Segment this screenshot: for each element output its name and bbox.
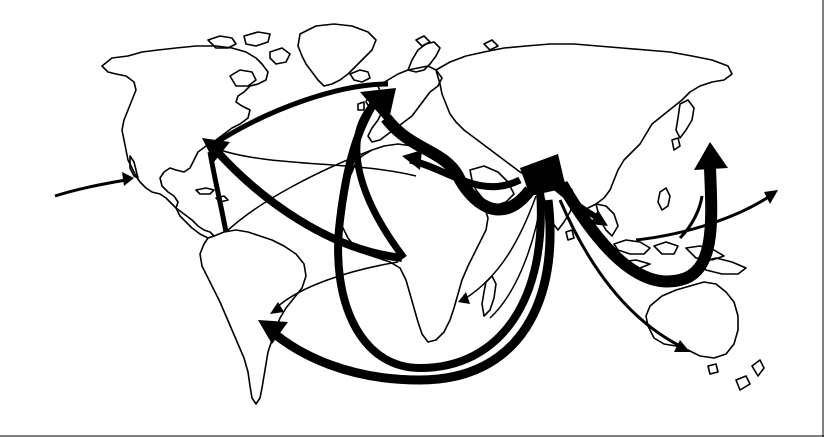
japan-outline <box>671 99 695 151</box>
arrowhead-east-africa <box>458 292 470 304</box>
australia-outline <box>645 281 739 359</box>
flow-gulf-to-south-america <box>267 199 555 385</box>
central-america-outline <box>175 207 215 239</box>
arctic-islands-outline <box>207 31 291 87</box>
south-america-outline <box>199 229 307 405</box>
arrowhead-south-america-main <box>258 320 288 344</box>
arrowhead-europe-main <box>360 88 396 124</box>
flow-gulf-to-australia <box>558 199 681 348</box>
arrowhead-north-america-east <box>202 138 230 162</box>
flow-gulf-to-mediterranean <box>409 156 522 191</box>
flow-gulf-to-southern-africa <box>489 195 543 319</box>
madagascar-outline <box>481 275 497 317</box>
tasmania-outline <box>707 363 719 375</box>
philippines-outline <box>657 187 671 211</box>
flow-gulf-to-east-africa <box>465 195 537 299</box>
scandinavia-outline <box>407 41 441 73</box>
arrowhead-pacific-east <box>764 190 778 204</box>
flow-north-america-to-africa-thin <box>213 147 417 177</box>
arrowhead-japan <box>694 142 728 170</box>
flow-gulf-to-japan <box>556 167 718 288</box>
caribbean-islands-outline <box>195 187 229 203</box>
flow-arrows <box>54 81 778 385</box>
new-zealand-outline <box>735 359 765 391</box>
flow-southeast-asia-to-japan <box>678 195 704 240</box>
new-guinea-outline <box>699 257 747 275</box>
flow-caribbean-to-north-america <box>207 151 229 233</box>
sri-lanka-outline <box>565 229 575 241</box>
flow-gulf-to-europe-via-cape <box>334 97 545 372</box>
flow-west-africa-to-south-america <box>275 261 399 309</box>
land-outlines <box>101 23 765 405</box>
europe-outline <box>367 65 443 143</box>
svalbard-outline <box>415 35 499 51</box>
north-america-outline <box>101 45 269 209</box>
asia-outline <box>435 43 733 211</box>
arrowhead-south-america-thin <box>270 302 284 314</box>
arrowhead-australia <box>674 340 690 352</box>
baja-california-outline <box>129 155 139 179</box>
flow-pacific-to-north-america <box>54 178 127 198</box>
iceland-outline <box>349 69 371 83</box>
indonesia-outline <box>613 239 725 269</box>
arrowhead-north-america-west <box>122 172 134 186</box>
flow-indonesia-to-pacific <box>635 194 771 242</box>
arrowhead-south-asia <box>590 210 608 226</box>
greenland-outline <box>297 23 377 87</box>
arrowhead-mediterranean <box>402 150 422 170</box>
flow-europe-to-north-america-north <box>212 81 389 147</box>
gulf-source-block <box>520 154 566 196</box>
flow-west-africa-to-north-america <box>211 145 403 262</box>
